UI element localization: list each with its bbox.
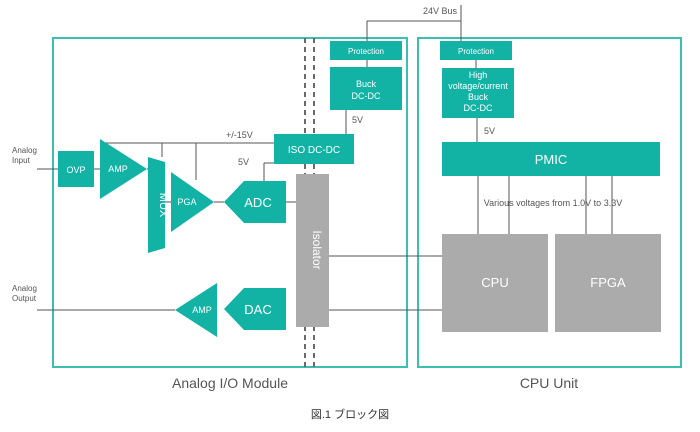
buck-label-left-line1: Buck [356,79,377,89]
iso-dcdc-label: ISO DC-DC [288,145,340,156]
bus-label: 24V Bus [423,6,458,16]
analog-module-title: Analog I/O Module [172,375,288,391]
buck-label-right-line4: DC-DC [464,103,493,113]
rail-label-pm15v: +/-15V [226,130,253,140]
wires [37,5,613,311]
rail-label-various: Various voltages from 1.0V to 3.3V [484,198,622,208]
buck-dcdc-block-right [442,68,514,118]
dac-block [224,288,286,330]
isolator-label: Isolator [310,230,324,269]
analog-input-label-line1: Analog [12,146,37,155]
analog-output-label-line1: Analog [12,284,37,293]
fpga-block [555,234,661,332]
dac-label: DAC [244,302,271,317]
cpu-block [442,234,548,332]
pmic-label: PMIC [535,152,568,167]
pga-label: PGA [177,197,196,207]
rail-label-adc-5v: 5V [238,157,249,167]
buck-dcdc-block-left [330,67,402,110]
rail-label-right-5v: 5V [484,126,495,136]
buck-label-right-line1: High [469,70,488,80]
input-amp-label: AMP [108,164,128,174]
analog-input-label-line2: Input [12,156,31,165]
isolator-block [296,174,329,327]
output-amp-triangle [175,283,217,337]
protection-block-left [330,41,402,60]
input-amp-triangle [100,139,147,199]
adc-block [224,181,286,223]
analog-io-module-frame [52,37,408,368]
ovp-block [58,151,94,187]
pga-triangle [171,172,214,232]
output-amp-label: AMP [192,305,212,315]
fpga-label: FPGA [590,275,626,290]
figure-caption: 図.1 ブロック図 [311,407,389,421]
analog-output-label-line2: Output [12,294,37,303]
adc-label: ADC [244,195,271,210]
mux-label: MUX [157,193,169,218]
protection-block-right [440,41,512,60]
cpu-module-title: CPU Unit [520,375,578,391]
buck-label-right-line2: voltage/current [448,81,508,91]
ovp-label: OVP [66,165,85,175]
cpu-label: CPU [481,275,508,290]
pmic-block [442,142,660,176]
protection-label-left: Protection [348,47,384,56]
cpu-unit-frame [417,37,682,368]
rail-label-left-5v: 5V [352,115,363,125]
protection-label-right: Protection [458,47,494,56]
iso-dcdc-block [274,134,354,164]
buck-label-right-line3: Buck [468,92,489,102]
buck-label-left-line2: DC-DC [352,91,381,101]
mux-block [148,157,165,253]
